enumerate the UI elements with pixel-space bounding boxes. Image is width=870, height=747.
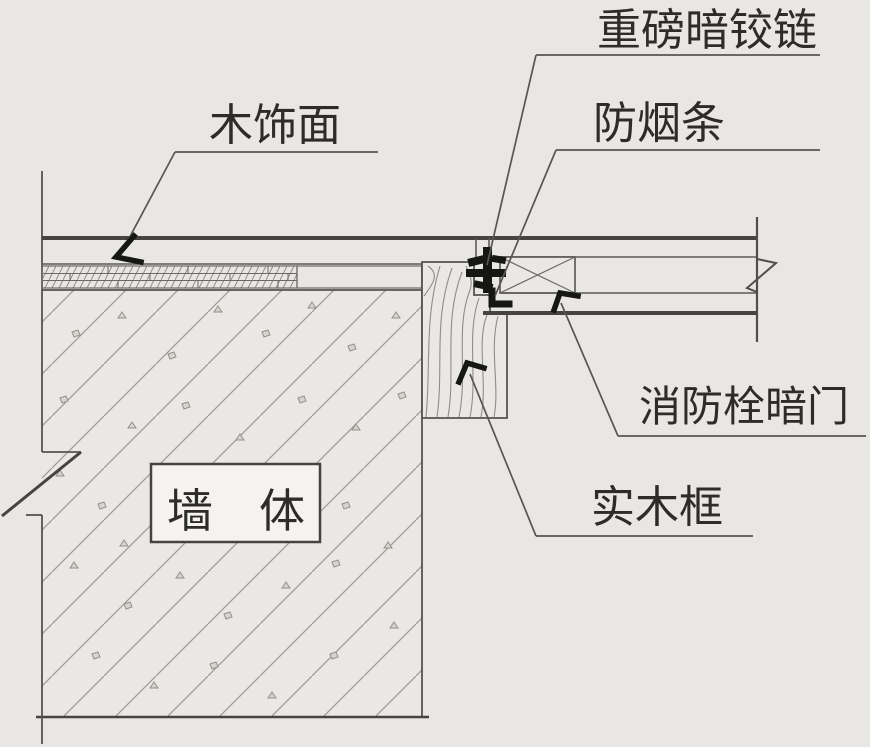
wall-label-box <box>149 462 322 544</box>
smoke-strip-glyph <box>488 287 513 308</box>
hydrant-door-label: 消防栓暗门 <box>639 385 849 431</box>
annotation-hydrant-door: 消防栓暗门 <box>550 289 866 437</box>
break-symbol-left <box>1 450 82 518</box>
veneer-joints <box>69 266 289 288</box>
wood-veneer-label: 木饰面 <box>209 101 341 150</box>
wall-label: 墙 体 <box>167 486 305 537</box>
annotation-wood-frame: 实木框 <box>455 359 753 537</box>
wall-left-edge-with-break <box>1 171 82 744</box>
hinge-leader <box>486 54 537 266</box>
hinge-glyph <box>466 247 507 293</box>
wood-veneer-leader <box>124 151 176 247</box>
wall-section: 墙 体 <box>1 171 429 744</box>
wood-frame-arrowhead <box>455 359 488 386</box>
wood-frame-label: 实木框 <box>591 483 723 532</box>
door-core-xbox <box>499 256 576 294</box>
hydrant-door-arrowhead <box>550 289 582 314</box>
annotation-smoke-strip: 防烟条 <box>494 99 820 297</box>
door-leaf <box>483 217 779 342</box>
smoke-strip-leader <box>494 149 557 297</box>
hinge-label: 重磅暗铰链 <box>597 6 817 55</box>
smoke-strip-label: 防烟条 <box>593 99 725 148</box>
veneer-layers <box>41 265 298 289</box>
wood-veneer-arrowhead <box>110 232 145 266</box>
break-symbol-right <box>745 258 779 293</box>
wood-frame-leader <box>469 373 537 537</box>
hydrant-door-leader <box>560 302 619 437</box>
annotation-hinge: 重磅暗铰链 <box>486 6 820 266</box>
annotation-wood-veneer: 木饰面 <box>110 101 378 266</box>
